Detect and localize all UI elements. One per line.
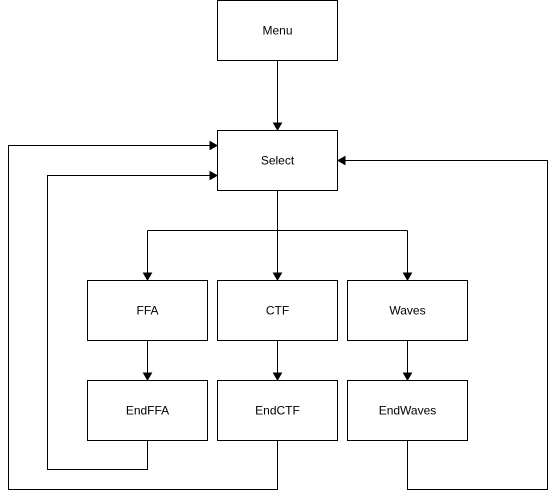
node-menu[interactable]: Menu	[217, 0, 338, 61]
edge-endwaves-to-select	[336, 155, 548, 490]
node-menu-box	[217, 0, 338, 61]
node-endwaves[interactable]: EndWaves	[347, 380, 468, 441]
node-ctf-box	[217, 280, 338, 341]
node-ffa[interactable]: FFA	[87, 280, 208, 341]
node-menu-label: Menu	[262, 24, 292, 38]
node-waves-label: Waves	[389, 304, 425, 318]
edge-ffa-to-endffa	[142, 340, 153, 382]
node-endwaves-label: EndWaves	[379, 404, 437, 418]
node-select-box	[217, 130, 338, 191]
edge-menu-to-select	[272, 60, 283, 132]
node-endwaves-box	[347, 380, 468, 441]
edge-endctf-to-select	[8, 140, 278, 490]
edge-select-to-modes	[147, 190, 408, 231]
node-waves[interactable]: Waves	[347, 280, 468, 341]
edge-select-to-waves	[402, 230, 413, 282]
edge-select-to-ctf	[272, 230, 283, 282]
edge-endffa-to-select	[47, 170, 219, 470]
edge-select-to-ffa	[142, 230, 153, 282]
node-endctf[interactable]: EndCTF	[217, 380, 338, 441]
node-ffa-box	[87, 280, 208, 341]
node-ctf-label: CTF	[266, 304, 289, 318]
node-endctf-label: EndCTF	[255, 404, 300, 418]
node-endffa[interactable]: EndFFA	[87, 380, 208, 441]
node-endffa-label: EndFFA	[126, 404, 169, 418]
node-select-label: Select	[261, 154, 295, 168]
node-endctf-box	[217, 380, 338, 441]
node-endffa-box	[87, 380, 208, 441]
edge-waves-to-endwaves	[402, 340, 413, 382]
node-select[interactable]: Select	[217, 130, 338, 191]
edge-ctf-to-endctf	[272, 340, 283, 382]
node-ffa-label: FFA	[136, 304, 158, 318]
node-waves-box	[347, 280, 468, 341]
edges	[8, 60, 548, 490]
node-ctf[interactable]: CTF	[217, 280, 338, 341]
